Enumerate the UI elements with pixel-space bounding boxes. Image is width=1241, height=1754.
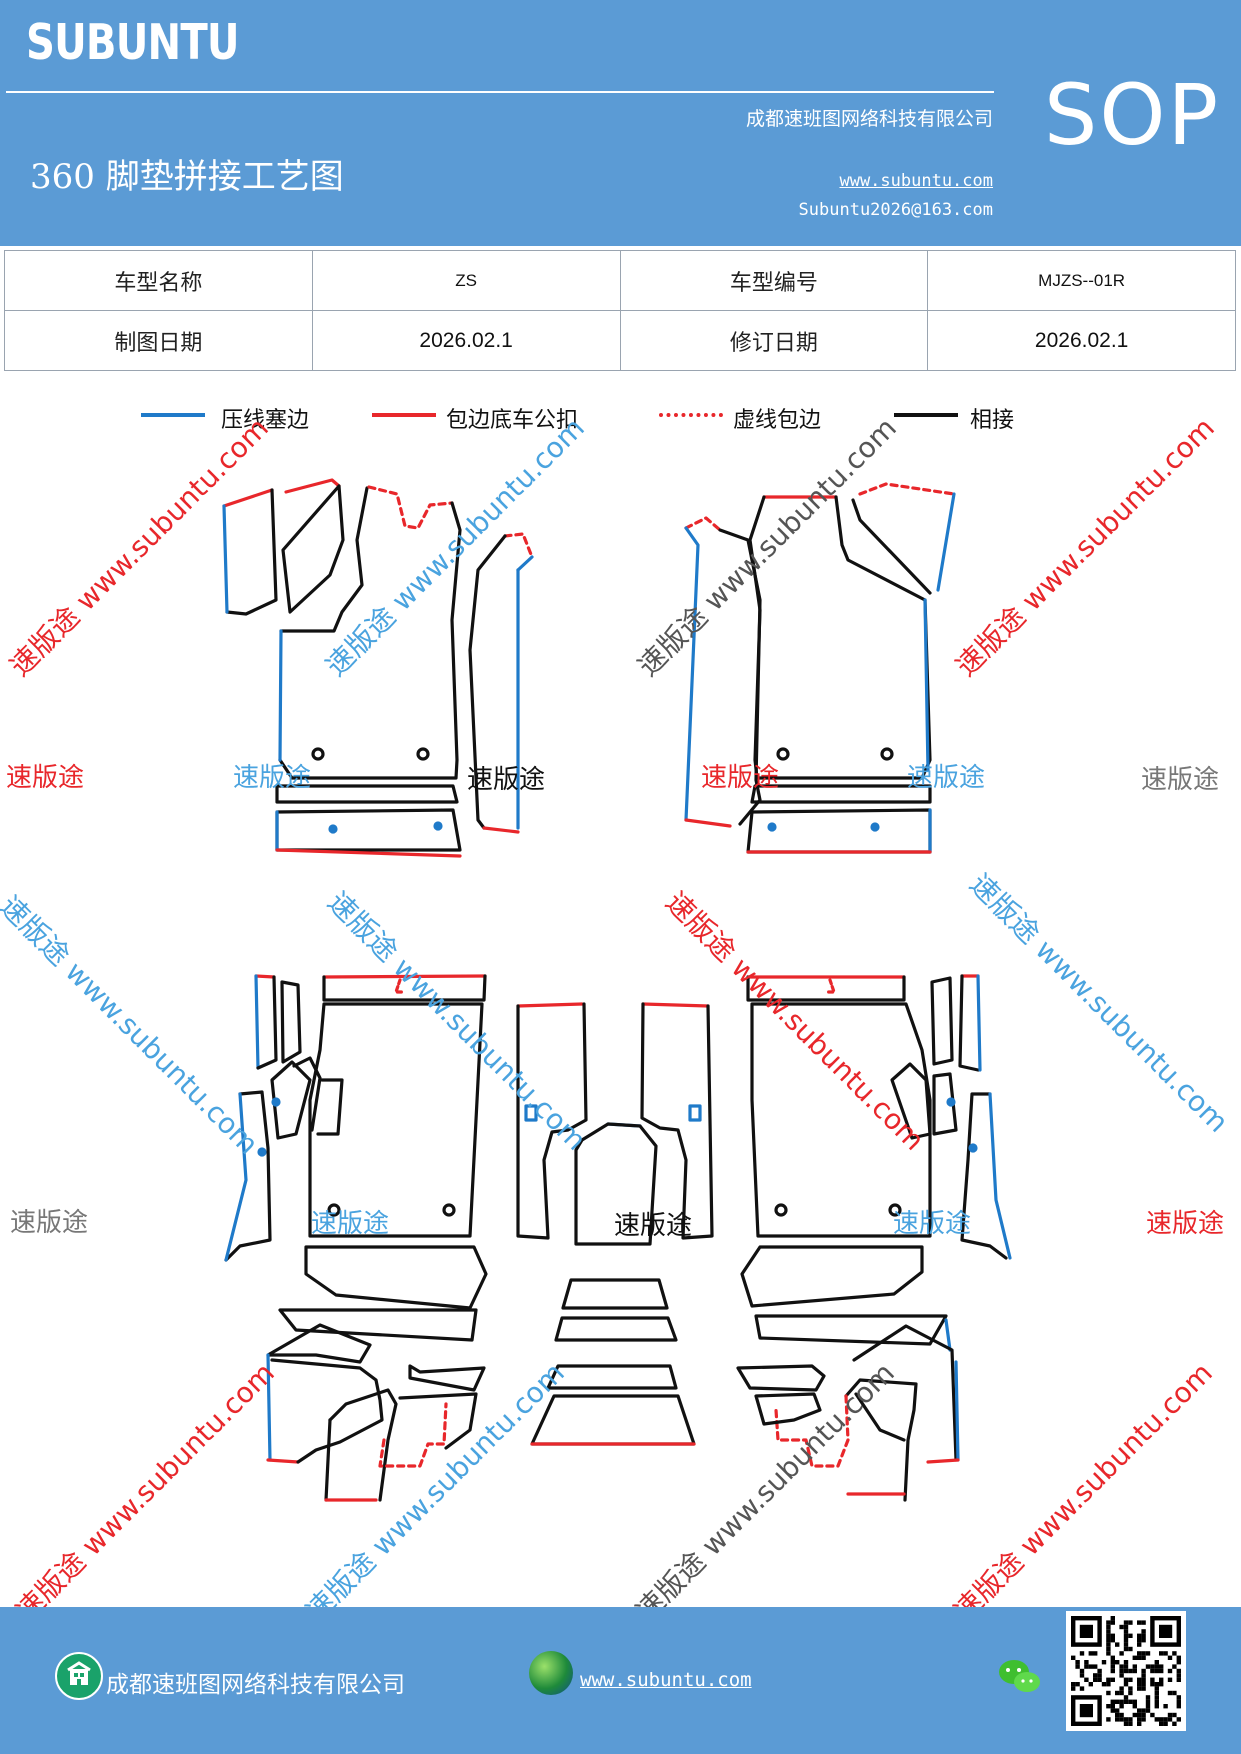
table-row: 制图日期 2026.02.1 修订日期 2026.02.1 [4,310,1236,371]
watermark-text: 速版途 [1146,1209,1225,1239]
legend-label: 压线塞边 [221,408,310,433]
footer-website-link[interactable]: www.subuntu.com [580,1669,752,1691]
building-icon [55,1652,103,1700]
watermark-text: 速版途 [233,763,312,793]
legend-swatch-blue [141,413,205,417]
rear-center-pieces [516,1002,714,1446]
footer-banner: 成都速班图网络科技有限公司 www.subuntu.com [0,1607,1241,1754]
brand-logo: SUBUNTU [26,14,240,71]
legend-swatch-red-dashed [659,413,723,417]
watermark-text: 速版途 [10,1208,89,1238]
footer-company: 成都速班图网络科技有限公司 [106,1672,405,1698]
header-website-link[interactable]: www.subuntu.com [839,171,993,191]
watermark-text: 速版途 [467,765,546,795]
page-title: 360 脚垫拼接工艺图 [30,157,344,197]
legend-label: 包边底车公扣 [446,408,579,433]
wechat-icon[interactable] [997,1657,1043,1697]
watermark-text: 速版途 [893,1209,972,1239]
draw-date-value: 2026.02.1 [311,310,621,371]
watermark-text: 速版途 [6,763,85,793]
rear-right-pieces [736,974,1012,1502]
legend-label: 相接 [970,408,1015,433]
rear-left-pieces [224,974,488,1502]
revise-date-value: 2026.02.1 [927,310,1236,371]
revise-date-label: 修订日期 [619,310,929,371]
header-divider [6,91,994,93]
model-code-label: 车型编号 [619,250,929,311]
legend-swatch-red [372,413,436,417]
model-name-value: ZS [311,250,621,311]
header-company: 成都速班图网络科技有限公司 [745,108,993,130]
header-email[interactable]: Subuntu2026@163.com [798,200,993,220]
legend-swatch-black [894,413,958,417]
globe-icon [529,1651,573,1695]
watermark-text: 速版途 [1141,765,1220,795]
sop-label: SOP [1044,66,1221,164]
front-right-pieces [684,482,956,854]
model-name-label: 车型名称 [4,250,313,311]
watermark-text: 速版途 [907,763,986,793]
watermark-text: 速版途 [311,1209,390,1239]
legend-label: 虚线包边 [733,408,822,433]
front-left-pieces [222,478,534,858]
header-banner: SUBUNTU 成都速班图网络科技有限公司 360 脚垫拼接工艺图 www.su… [0,0,1241,246]
qr-code[interactable] [1066,1611,1186,1731]
vehicle-info-table: 车型名称 ZS 车型编号 MJZS--01R 制图日期 2026.02.1 修订… [4,250,1236,371]
draw-date-label: 制图日期 [4,310,313,371]
watermark-text: 速版途 [701,763,780,793]
watermark-text: 速版途 [614,1211,693,1241]
